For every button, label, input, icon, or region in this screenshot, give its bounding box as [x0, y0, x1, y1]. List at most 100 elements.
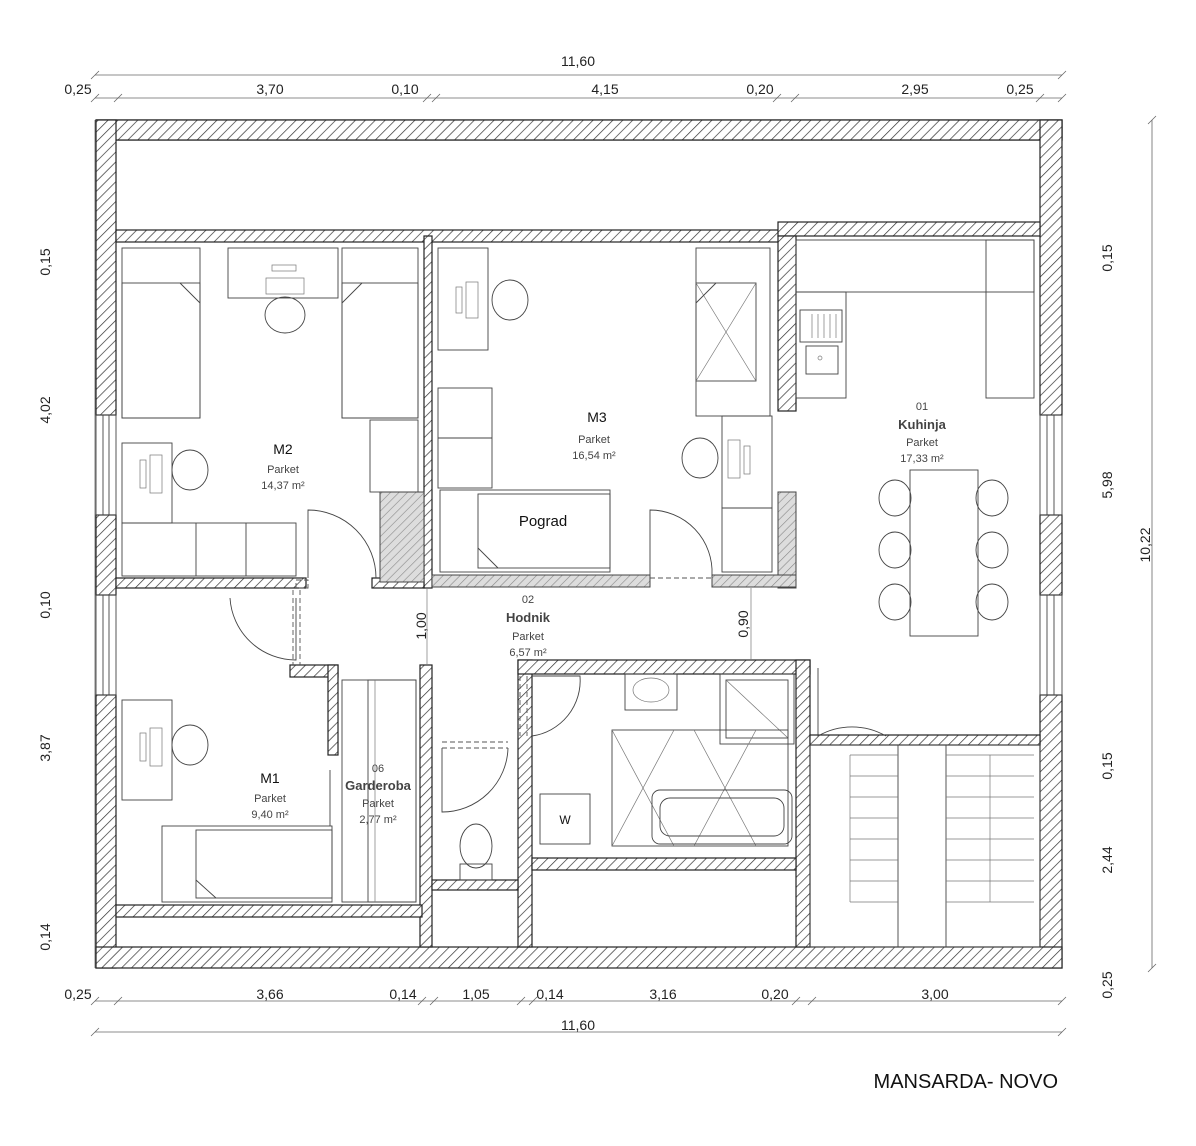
left-dimension-labels: 0,15 4,02 0,10 3,87 0,14 [37, 248, 53, 950]
room-garderoba-number: 06 [372, 763, 384, 775]
dim-right-0: 0,15 [1099, 244, 1115, 271]
wall-m1-garderoba [327, 664, 339, 756]
room-m3-area: 16,54 m² [572, 450, 616, 462]
room-hodnik-number: 02 [522, 594, 534, 606]
shaft-m2 [379, 491, 425, 583]
room-m2-name: M2 [273, 441, 293, 457]
dimension-lines [90, 70, 1157, 1037]
dim-left-1: 4,02 [37, 396, 53, 423]
stairs [809, 744, 1041, 948]
m1-furniture [121, 699, 333, 903]
room-m2-area: 14,37 m² [261, 480, 305, 492]
wall-m1-bottom [115, 904, 423, 918]
plan-title: MANSARDA- NOVO [874, 1071, 1058, 1093]
dim-bottom-4: 0,14 [536, 986, 563, 1002]
outer-wall-right-lower [1039, 694, 1063, 969]
room-m1-area: 9,40 m² [251, 809, 289, 821]
wall-m3-kuhinja [777, 235, 797, 412]
room-m3-label: M3 Parket 16,54 m² [572, 409, 616, 462]
room-kuhinja-area: 17,33 m² [900, 453, 944, 465]
kitchen-furniture [795, 239, 1035, 637]
m3-furniture [437, 247, 773, 573]
garderoba-furniture [341, 679, 417, 903]
dim-bottom-2: 0,14 [389, 986, 416, 1002]
dim-left-2: 0,10 [37, 591, 53, 618]
room-kuhinja-name: Kuhinja [898, 417, 946, 432]
room-m1-label: M1 Parket 9,40 m² [251, 770, 289, 821]
kitchen-top-wall [777, 221, 1041, 237]
room-hodnik-area: 6,57 m² [509, 647, 547, 659]
dim-left-3: 3,87 [37, 734, 53, 761]
room-garderoba-area: 2,77 m² [359, 814, 397, 826]
windows [95, 414, 1063, 696]
outer-wall-left-upper [95, 119, 117, 416]
room-m1-floor: Parket [254, 793, 286, 805]
room-kuhinja-number: 01 [916, 401, 928, 413]
room-hodnik-label: 02 Hodnik Parket 6,57 m² [506, 594, 551, 659]
room-m3-name: M3 [587, 409, 607, 425]
wc-bathroom-furniture [459, 673, 795, 881]
dim-top-1: 3,70 [256, 81, 283, 97]
room-m2-label: M2 Parket 14,37 m² [261, 441, 305, 492]
wall-bathroom-right [795, 659, 811, 948]
dim-right-4: 0,25 [1099, 971, 1115, 998]
wall-garderoba-wc [419, 664, 433, 948]
dim-top-2: 0,10 [391, 81, 418, 97]
room-m1-name: M1 [260, 770, 280, 786]
dim-right-2: 0,15 [1099, 752, 1115, 779]
room-garderoba-floor: Parket [362, 798, 394, 810]
outer-wall-left-mid [95, 514, 117, 596]
wall-m3-kuhinja-lower [777, 491, 797, 589]
dim-top-0: 0,25 [64, 81, 91, 97]
outer-wall-right-upper [1039, 119, 1063, 416]
room-hodnik-name: Hodnik [506, 610, 551, 625]
dim-top-5: 2,95 [901, 81, 928, 97]
walls [95, 119, 1063, 969]
dim-bottom-total: 11,60 [561, 1017, 595, 1033]
room-kuhinja-label: 01 Kuhinja Parket 17,33 m² [898, 401, 946, 465]
wall-bathroom-bottom [531, 857, 797, 871]
outer-wall-top-band [95, 119, 1063, 141]
wall-m3-bottom [431, 574, 651, 588]
room-garderoba-label: 06 Garderoba Parket 2,77 m² [345, 763, 412, 826]
dim-bottom-1: 3,66 [256, 986, 283, 1002]
m2-furniture [121, 247, 419, 577]
dim-bottom-6: 0,20 [761, 986, 788, 1002]
attic-knee-wall [115, 229, 781, 243]
dim-left-0: 0,15 [37, 248, 53, 275]
room-kuhinja-floor: Parket [906, 437, 938, 449]
wall-m2-m3 [423, 235, 433, 589]
doors [229, 509, 887, 813]
dim-left-4: 0,14 [37, 923, 53, 950]
outer-wall-left-lower [95, 694, 117, 969]
outer-wall-right-mid [1039, 514, 1063, 596]
dim-hodnik-door-left: 1,00 [413, 612, 429, 639]
dim-right-1: 5,98 [1099, 471, 1115, 498]
dim-right-3: 2,44 [1099, 846, 1115, 873]
room-m2-floor: Parket [267, 464, 299, 476]
dim-right-total: 10,22 [1137, 527, 1153, 562]
pograd-label: Pograd [519, 513, 567, 530]
dim-bottom-7: 3,00 [921, 986, 948, 1002]
dim-hodnik-door-right: 0,90 [735, 610, 751, 637]
dim-top-4: 0,20 [746, 81, 773, 97]
bottom-dimension-labels: 0,25 3,66 0,14 1,05 0,14 3,16 0,20 3,00 … [64, 986, 948, 1033]
dim-bottom-0: 0,25 [64, 986, 91, 1002]
dim-top-6: 0,25 [1006, 81, 1033, 97]
room-garderoba-name: Garderoba [345, 778, 412, 793]
top-dimension-labels: 11,60 0,25 3,70 0,10 4,15 0,20 2,95 0,25 [64, 53, 1033, 97]
wall-m2-bottom-left [115, 577, 307, 589]
dim-bottom-5: 3,16 [649, 986, 676, 1002]
outer-wall-bottom [95, 946, 1063, 969]
wall-bathroom-top [517, 659, 811, 675]
dim-bottom-3: 1,05 [462, 986, 489, 1002]
dim-top-total: 11,60 [561, 53, 595, 69]
dim-top-3: 4,15 [591, 81, 618, 97]
wall-wc-bottom [431, 879, 519, 891]
right-dimension-labels: 0,15 5,98 0,15 2,44 0,25 10,22 [1099, 244, 1153, 998]
room-hodnik-floor: Parket [512, 631, 544, 643]
room-m3-floor: Parket [578, 434, 610, 446]
wall-m3-bottom-right [711, 574, 797, 588]
wall-stair-top [809, 734, 1041, 746]
